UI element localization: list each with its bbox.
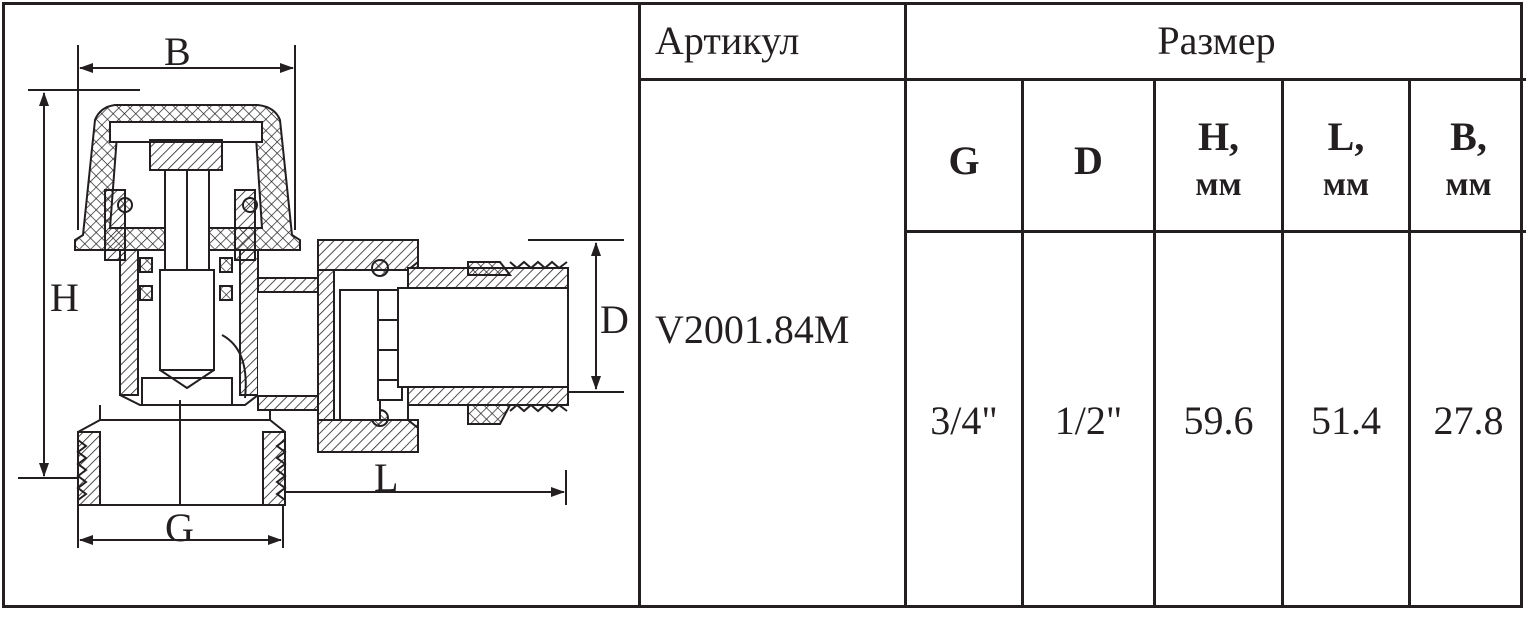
size-header-label: Размер	[1157, 17, 1276, 63]
column-name: B,	[1450, 113, 1487, 159]
article-value: V2001.84M	[641, 81, 904, 608]
article-code: V2001.84M	[655, 307, 850, 352]
column-header-d: D	[1024, 81, 1153, 230]
column-header-b: B, мм	[1411, 81, 1526, 230]
dimension-label-h: H	[50, 275, 79, 320]
column-header-h: H, мм	[1156, 81, 1281, 230]
cell-value: 59.6	[1183, 398, 1254, 443]
article-header-label: Артикул	[655, 17, 800, 63]
column-unit: мм	[1195, 165, 1242, 203]
size-header: Размер	[907, 2, 1526, 78]
cell-value: 51.4	[1311, 398, 1381, 443]
column-header-l: L, мм	[1284, 81, 1408, 230]
value-h: 59.6	[1156, 233, 1281, 608]
dimension-label-b: B	[164, 29, 191, 74]
column-header-g: G	[907, 81, 1021, 230]
column-name: L,	[1327, 113, 1365, 159]
cell-value: 27.8	[1433, 398, 1504, 443]
value-b: 27.8	[1411, 233, 1526, 608]
column-name: H,	[1197, 113, 1240, 159]
column-unit: мм	[1322, 165, 1370, 203]
dimension-label-g: G	[165, 505, 194, 550]
spec-table: Артикул Размер V2001.84M G D H, мм L, мм…	[638, 2, 1526, 608]
column-unit: мм	[1445, 165, 1492, 203]
value-l: 51.4	[1284, 233, 1408, 608]
dimension-label-d: D	[600, 297, 629, 342]
dimension-label-l: L	[374, 455, 399, 500]
angle-valve-illustration	[18, 45, 624, 548]
outer-border	[2, 2, 1523, 608]
column-name: G	[948, 137, 980, 183]
cell-value: 3/4"	[930, 398, 998, 443]
cell-value: 1/2"	[1054, 398, 1123, 443]
article-header: Артикул	[641, 2, 904, 78]
value-g: 3/4"	[907, 233, 1021, 608]
column-name: D	[1074, 137, 1103, 183]
value-d: 1/2"	[1024, 233, 1153, 608]
valve-drawing: B H D L G	[0, 0, 640, 617]
